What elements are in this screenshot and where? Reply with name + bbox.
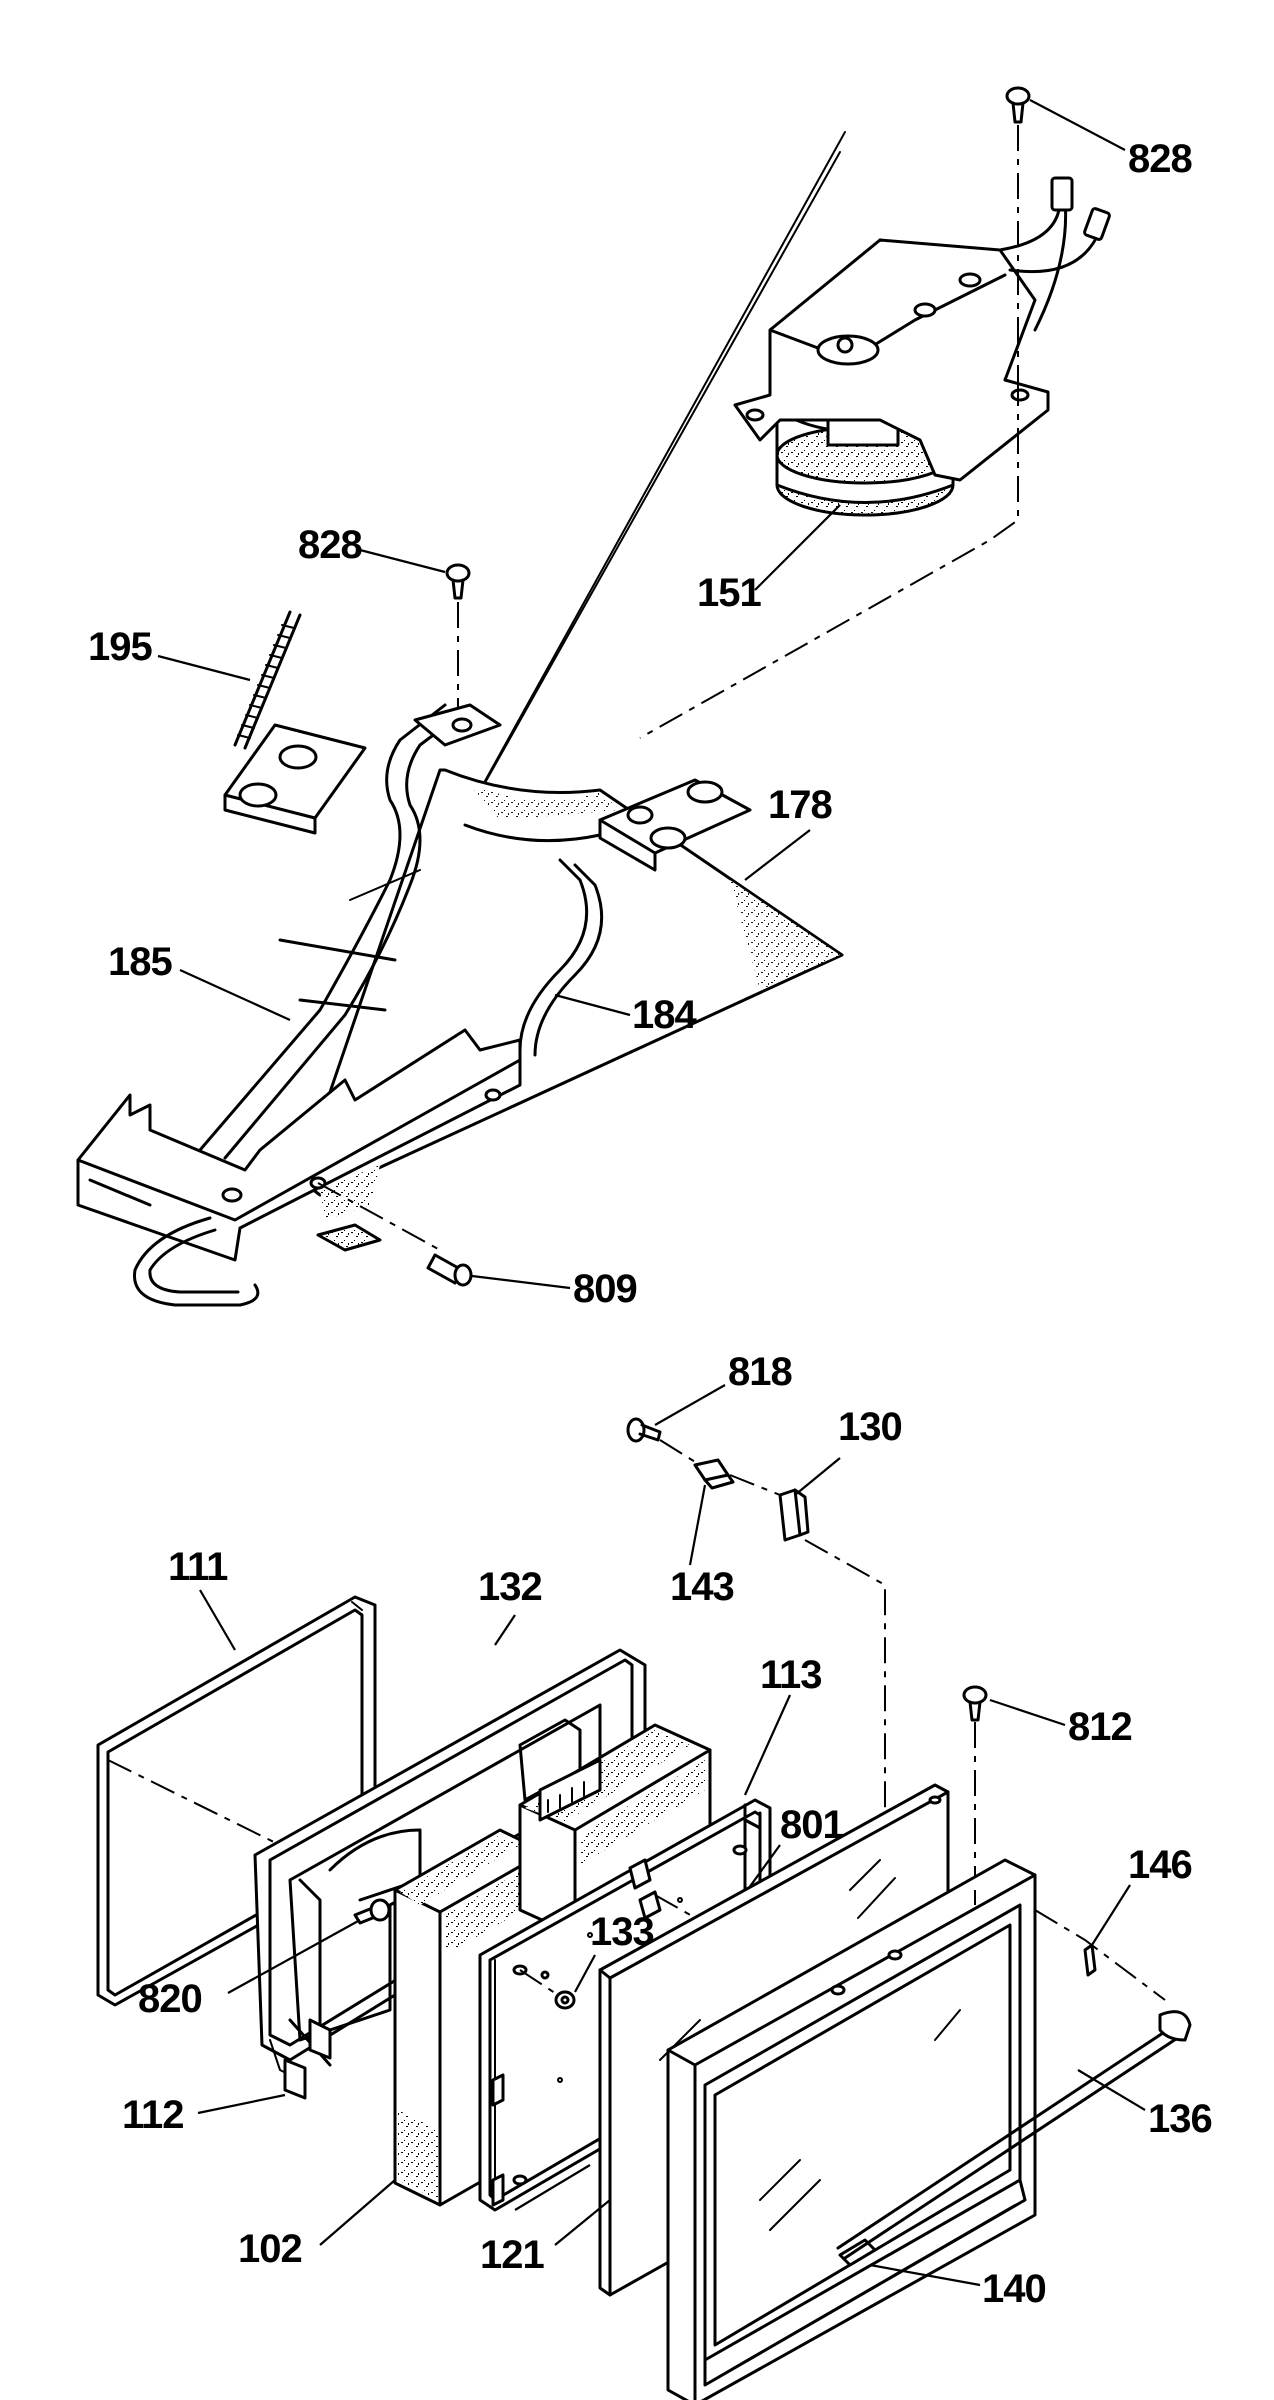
leader-113 <box>743 1694 792 1796</box>
leader-121 <box>554 2199 611 2246</box>
handle-dashline <box>1034 1909 1166 2001</box>
leader-121-inner <box>514 2164 591 2211</box>
label-130: 130 <box>838 1405 902 1449</box>
leader-185 <box>179 968 291 1022</box>
projection-line-right <box>449 151 841 846</box>
label-112: 112 <box>122 2093 184 2137</box>
clip-143 <box>693 1458 735 1490</box>
screw-818 <box>626 1417 662 1443</box>
label-809: 809 <box>573 1267 637 1311</box>
motor-151 <box>733 176 1111 517</box>
leader-143 <box>688 1484 707 1566</box>
label-146: 146 <box>1128 1843 1192 1887</box>
handle-136 <box>836 2010 1192 2260</box>
leader-828-mid <box>359 548 446 574</box>
bracket-130-dashline <box>729 1474 781 1496</box>
outer-frame-140 <box>666 1858 1037 2400</box>
leader-136 <box>1077 2069 1146 2111</box>
leader-195 <box>157 654 251 682</box>
label-121: 121 <box>480 2233 544 2277</box>
leader-818 <box>654 1384 726 1426</box>
label-195: 195 <box>88 625 152 669</box>
label-185: 185 <box>108 940 172 984</box>
label-828-mid: 828 <box>298 523 362 567</box>
leader-112 <box>197 2093 286 2115</box>
door-assembly-group: 818 143 130 111 <box>96 1350 1213 2400</box>
leader-184 <box>554 993 631 1017</box>
label-140: 140 <box>982 2267 1046 2311</box>
leader-133 <box>574 1954 596 1993</box>
insulation-102 <box>393 1723 712 2207</box>
leader-828-top <box>1029 99 1126 151</box>
leader-132 <box>494 1614 516 1646</box>
leader-820 <box>227 1919 361 1994</box>
screw-828-mid <box>445 563 471 715</box>
clip-dashline <box>659 1439 701 1466</box>
leader-102 <box>319 2179 396 2246</box>
label-151: 151 <box>697 571 761 615</box>
bracket-130 <box>778 1488 810 1542</box>
screw-812 <box>962 1685 988 1890</box>
leader-151 <box>754 504 841 591</box>
leader-146 <box>1091 1884 1131 1946</box>
motor-assembly-group: 828 151 828 195 <box>76 86 1193 1311</box>
spacer-146 <box>1083 1943 1097 1977</box>
bracket-assembly <box>76 703 844 1307</box>
projection-line-left <box>469 131 846 809</box>
leader-140 <box>869 2263 981 2287</box>
screw-828-top <box>1005 86 1031 380</box>
screw-809 <box>426 1253 473 1287</box>
washer-133 <box>519 1969 576 2010</box>
leader-111 <box>199 1589 236 1651</box>
leader-130 <box>794 1457 841 1496</box>
label-828-top: 828 <box>1128 137 1192 181</box>
leader-809 <box>471 1274 571 1290</box>
label-184: 184 <box>632 993 697 1037</box>
label-818: 818 <box>728 1350 792 1394</box>
leader-812 <box>989 1698 1066 1727</box>
label-111: 111 <box>168 1545 228 1589</box>
label-132: 132 <box>478 1565 542 1609</box>
label-143: 143 <box>670 1565 734 1609</box>
motor-mount-dashline <box>639 380 1019 739</box>
label-136: 136 <box>1148 2097 1212 2141</box>
label-812: 812 <box>1068 1705 1132 1749</box>
label-820: 820 <box>138 1977 202 2021</box>
spring-195 <box>233 610 302 750</box>
label-113: 113 <box>760 1653 822 1697</box>
leader-178 <box>744 829 811 881</box>
label-178: 178 <box>768 783 832 827</box>
label-102: 102 <box>238 2227 302 2271</box>
